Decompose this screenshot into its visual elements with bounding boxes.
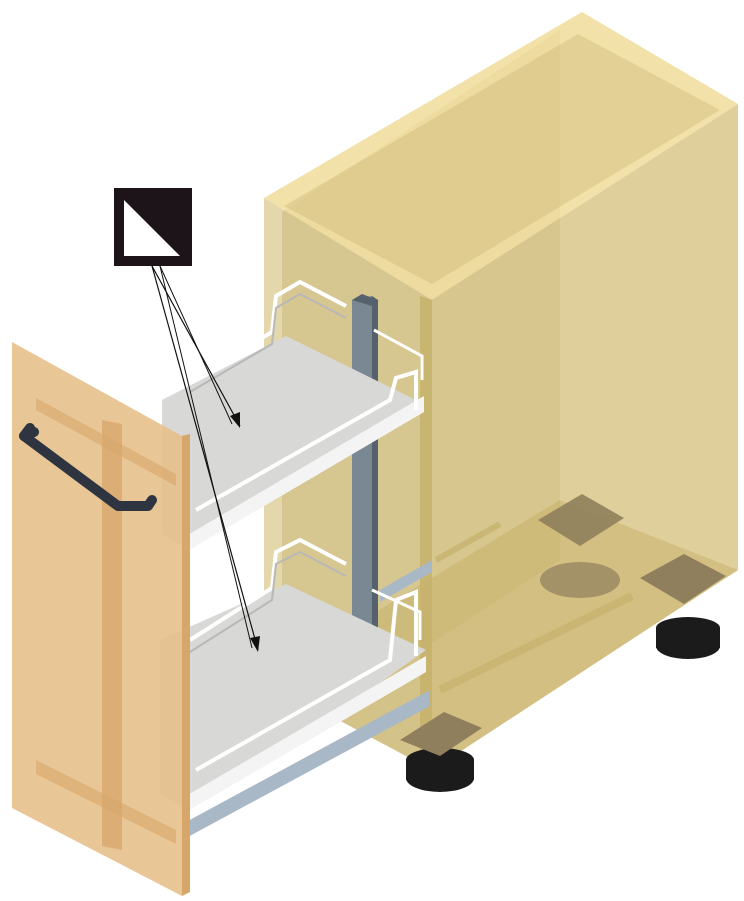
- cabinet-foot: [640, 554, 726, 659]
- cabinet-foot-inner: [538, 494, 624, 598]
- cabinet-bottom-panel: [264, 500, 738, 770]
- door-mount-bracket: [102, 420, 122, 850]
- drawer-runners: [186, 521, 634, 838]
- door-handle: [19, 423, 157, 511]
- leader-line-lower-shelf: [151, 265, 259, 651]
- door-face: [12, 342, 182, 896]
- cabinet-foot: [400, 712, 482, 792]
- upper-shelf: [162, 279, 424, 552]
- leader-line-secondary: [159, 265, 253, 649]
- runner-slide: [434, 521, 502, 563]
- upper-shelf-rail: [373, 328, 424, 380]
- door-mount-strip: [36, 760, 176, 844]
- lower-shelf-rail: [371, 588, 422, 640]
- callout-leaders: [151, 265, 260, 652]
- upper-shelf-rail: [195, 369, 418, 512]
- arrowhead-lower-shelf: [250, 636, 260, 652]
- lower-shelf-rail: [188, 537, 347, 642]
- arrowhead-upper-shelf: [230, 412, 240, 428]
- half-diagonal-square-icon: [114, 188, 192, 266]
- upper-shelf-front-lip: [186, 396, 424, 552]
- door-mount-strip: [36, 398, 176, 486]
- runner-slide: [438, 592, 634, 694]
- door-edge: [182, 434, 190, 896]
- lower-shelf-front-lip: [186, 656, 426, 812]
- upper-shelf-rail: [188, 279, 347, 382]
- cabinet-feet: [400, 494, 726, 792]
- runner-left: [186, 690, 430, 838]
- cabinet-top-panel: [264, 12, 738, 300]
- cabinet-top-inner: [284, 34, 720, 284]
- leader-line-secondary: [159, 265, 233, 425]
- upper-shelf-rail: [189, 292, 347, 393]
- cabinet-carcass: [264, 12, 738, 770]
- runner-rear: [380, 560, 432, 602]
- lower-shelf: [160, 537, 426, 812]
- upper-shelf-base: [162, 336, 424, 548]
- front-door-panel: [12, 342, 190, 896]
